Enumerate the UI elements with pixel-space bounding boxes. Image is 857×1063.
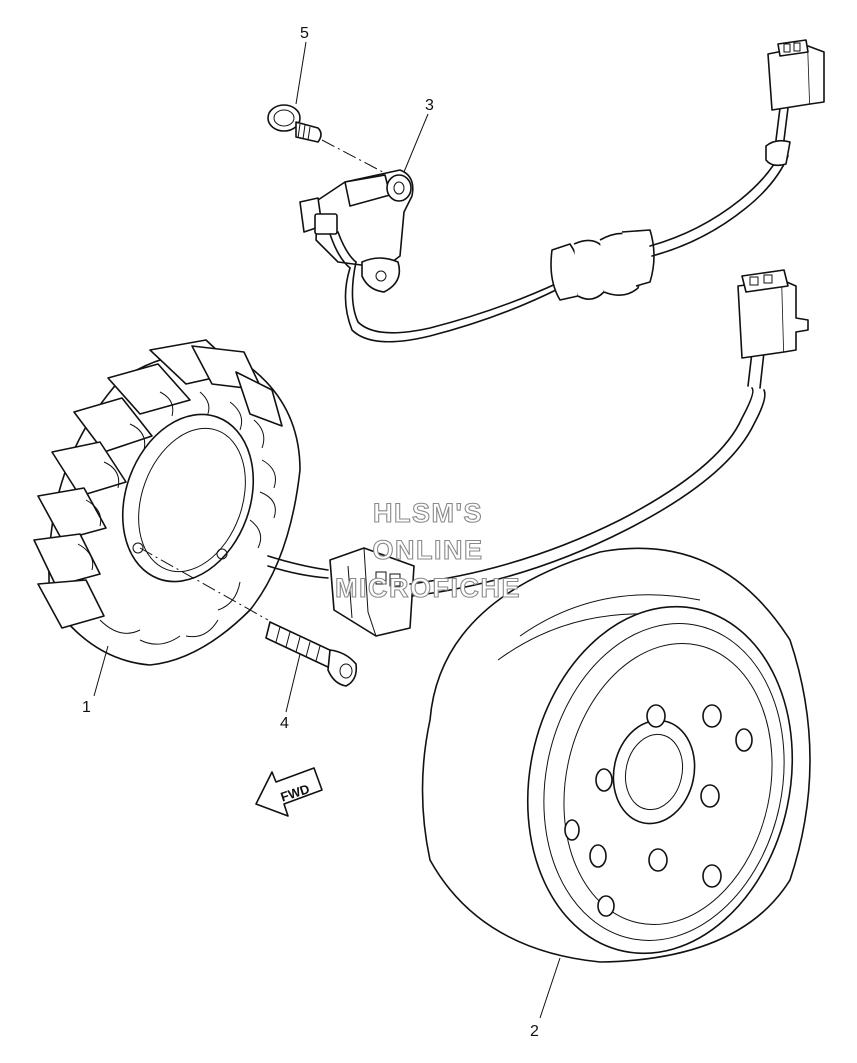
watermark: HLSM'S ONLINE MICROFICHE <box>334 497 521 603</box>
watermark-line-2: ONLINE <box>372 535 483 565</box>
callout-3: 3 <box>425 97 434 114</box>
watermark-line-3: MICROFICHE <box>335 573 521 603</box>
forward-direction-indicator: FWD <box>255 767 323 817</box>
screw-alignment-line <box>321 139 399 181</box>
callout-2: 2 <box>530 1023 539 1040</box>
watermark-line-1: HLSM'S <box>373 498 483 528</box>
pickup-coil-harness <box>344 39 825 343</box>
callout-1: 1 <box>82 699 91 716</box>
bolt-alignment-line <box>139 547 269 621</box>
stator-harness <box>329 269 809 637</box>
pickup-coil-screw[interactable] <box>267 104 322 143</box>
stator-bolt[interactable] <box>265 621 358 687</box>
callout-4: 4 <box>280 715 289 732</box>
leader-lines <box>93 41 561 1019</box>
stator-assembly[interactable] <box>33 339 329 666</box>
pickup-coil[interactable] <box>299 169 414 293</box>
rotor-flywheel[interactable] <box>421 547 824 978</box>
callout-5: 5 <box>300 25 309 42</box>
